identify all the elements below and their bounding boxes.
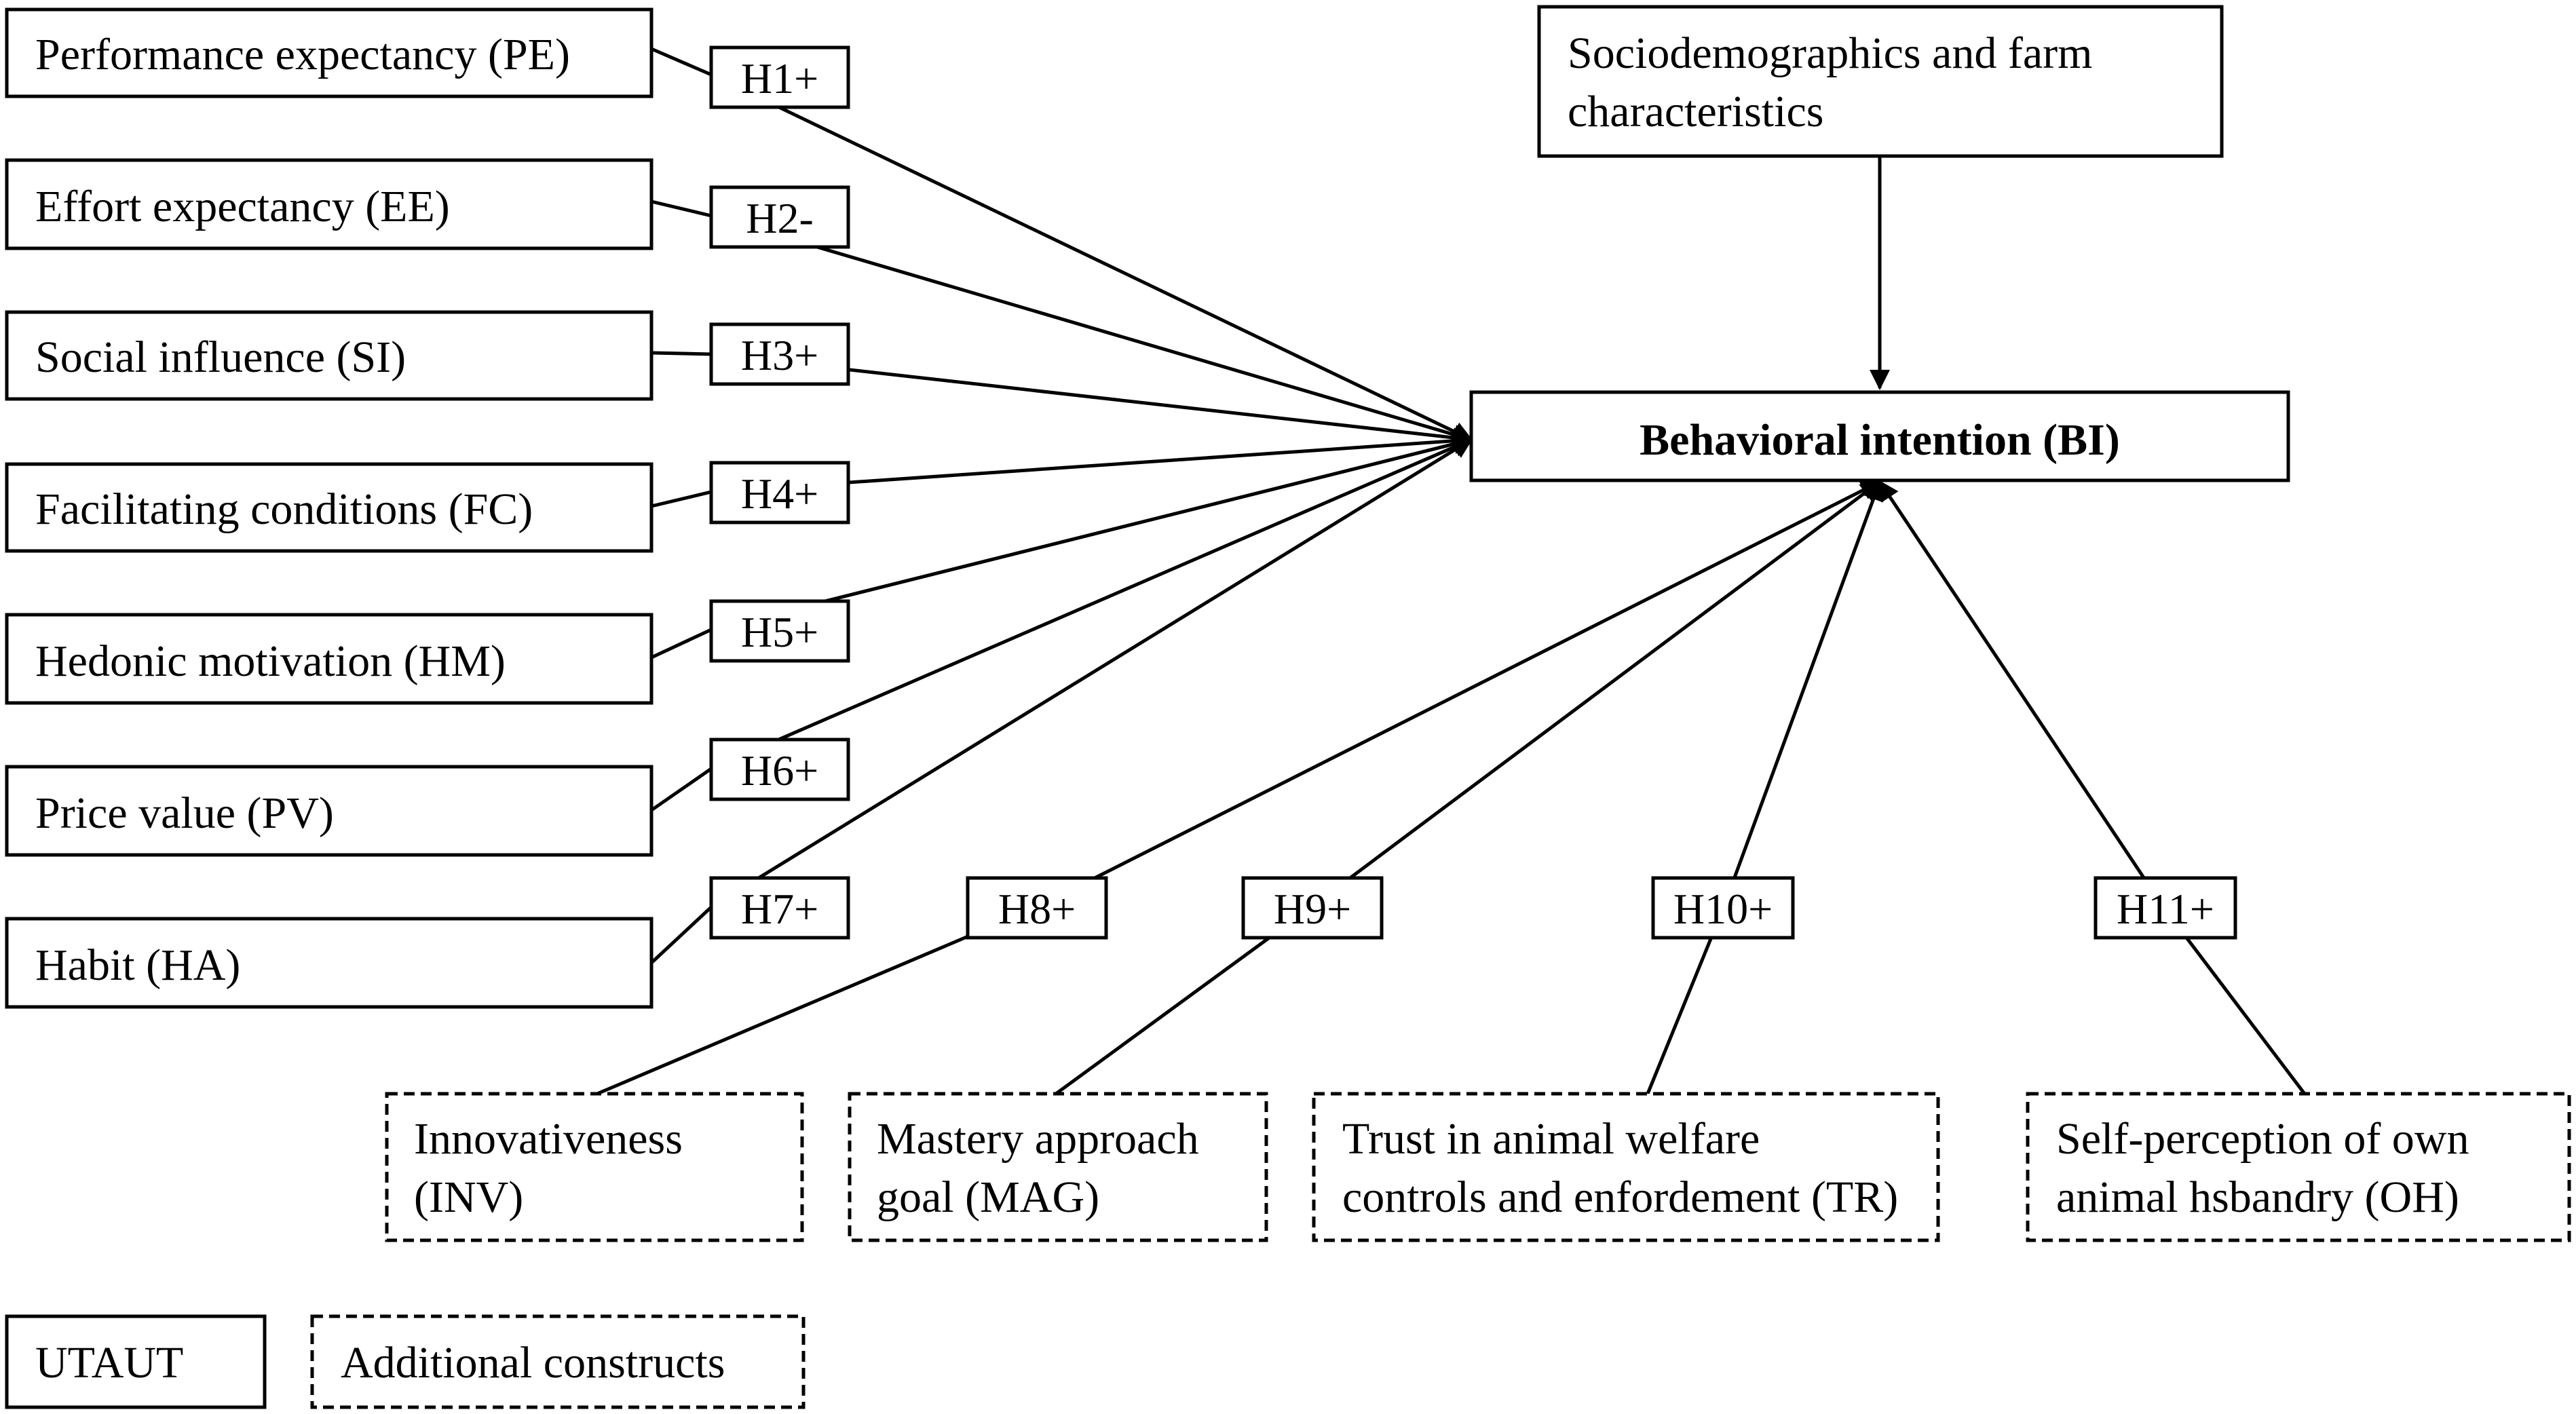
hypothesis-h11: H11+ (2094, 876, 2237, 940)
hypothesis-h1: H1+ (709, 45, 850, 109)
node-tr: Trust in animal welfare controls and enf… (1312, 1092, 1940, 1242)
hypothesis-h7-label: H7+ (741, 885, 818, 933)
hypothesis-h2: H2- (709, 185, 850, 249)
node-ee-label: Effort expectancy (EE) (35, 182, 450, 231)
node-si: Social influence (SI) (5, 310, 654, 401)
node-pv: Price value (PV) (5, 765, 654, 857)
hypothesis-h3: H3+ (709, 322, 850, 386)
node-ha-label: Habit (HA) (35, 940, 240, 990)
legend-utaut: UTAUT (5, 1314, 267, 1409)
hypothesis-h9: H9+ (1241, 876, 1384, 940)
hypothesis-h2-label: H2- (746, 194, 814, 242)
hypothesis-h5-label: H5+ (741, 608, 818, 656)
hypothesis-h8-label: H8+ (998, 885, 1076, 933)
hypothesis-h11-label: H11+ (2117, 885, 2214, 933)
node-bi-label: Behavioral intention (BI) (1640, 415, 2120, 465)
node-pe: Performance expectancy (PE) (5, 7, 654, 98)
node-controls: Sociodemographics and farm characteristi… (1537, 5, 2224, 158)
edge-tr-bi (1646, 480, 1883, 1094)
node-fc-label: Facilitating conditions (FC) (35, 484, 533, 534)
node-controls-label-line1: Sociodemographics and farm (1568, 28, 2092, 78)
legend-utaut-label: UTAUT (35, 1338, 183, 1388)
hypothesis-h3-label: H3+ (741, 331, 818, 379)
node-oh-label-line1: Self-perception of own (2056, 1114, 2469, 1164)
node-hm-label: Hedonic motivation (HM) (35, 636, 506, 686)
node-controls-label-line2: characteristics (1568, 87, 1823, 136)
node-pe-label: Performance expectancy (PE) (35, 30, 570, 79)
node-oh-label-line2: animal hsbandry (OH) (2056, 1172, 2459, 1222)
hypothesis-h1-label: H1+ (741, 54, 818, 102)
hypothesis-h6-label: H6+ (741, 746, 818, 795)
edge-oh-bi (1878, 480, 2306, 1095)
node-inv-label-line1: Innovativeness (414, 1114, 683, 1164)
legend: UTAUT Additional constructs (5, 1314, 806, 1409)
hypothesis-h7: H7+ (709, 876, 850, 940)
edge-mag-bi (1055, 480, 1882, 1096)
node-tr-label-line1: Trust in animal welfare (1342, 1114, 1760, 1164)
node-oh: Self-perception of own animal hsbandry (… (2026, 1092, 2571, 1242)
node-mag-label-line1: Mastery approach (877, 1114, 1199, 1164)
node-ee: Effort expectancy (EE) (5, 158, 654, 250)
hypothesis-h4-label: H4+ (741, 470, 818, 518)
node-mag: Mastery approach goal (MAG) (848, 1092, 1268, 1242)
hypothesis-h5: H5+ (709, 599, 850, 663)
hypothesis-h9-label: H9+ (1274, 885, 1351, 933)
hypothesis-h10-label: H10+ (1673, 885, 1773, 933)
node-tr-label-line2: controls and enfordement (TR) (1342, 1172, 1898, 1222)
node-inv: Innovativeness (INV) (385, 1092, 804, 1242)
hypothesis-h6: H6+ (709, 738, 850, 801)
node-ha: Habit (HA) (5, 917, 654, 1009)
legend-additional-label: Additional constructs (341, 1338, 725, 1388)
node-pv-label: Price value (PV) (35, 788, 334, 838)
node-si-label: Social influence (SI) (35, 332, 406, 382)
edges (596, 47, 2306, 1096)
node-hm: Hedonic motivation (HM) (5, 613, 654, 705)
hypothesis-h8: H8+ (966, 876, 1108, 940)
hypothesis-h4: H4+ (709, 461, 850, 524)
node-mag-label-line2: goal (MAG) (877, 1172, 1099, 1222)
node-inv-label-line2: (INV) (414, 1172, 523, 1222)
legend-additional: Additional constructs (310, 1314, 806, 1409)
node-fc: Facilitating conditions (FC) (5, 462, 654, 553)
hypothesis-h10: H10+ (1651, 876, 1795, 940)
node-bi: Behavioral intention (BI) (1469, 390, 2290, 482)
